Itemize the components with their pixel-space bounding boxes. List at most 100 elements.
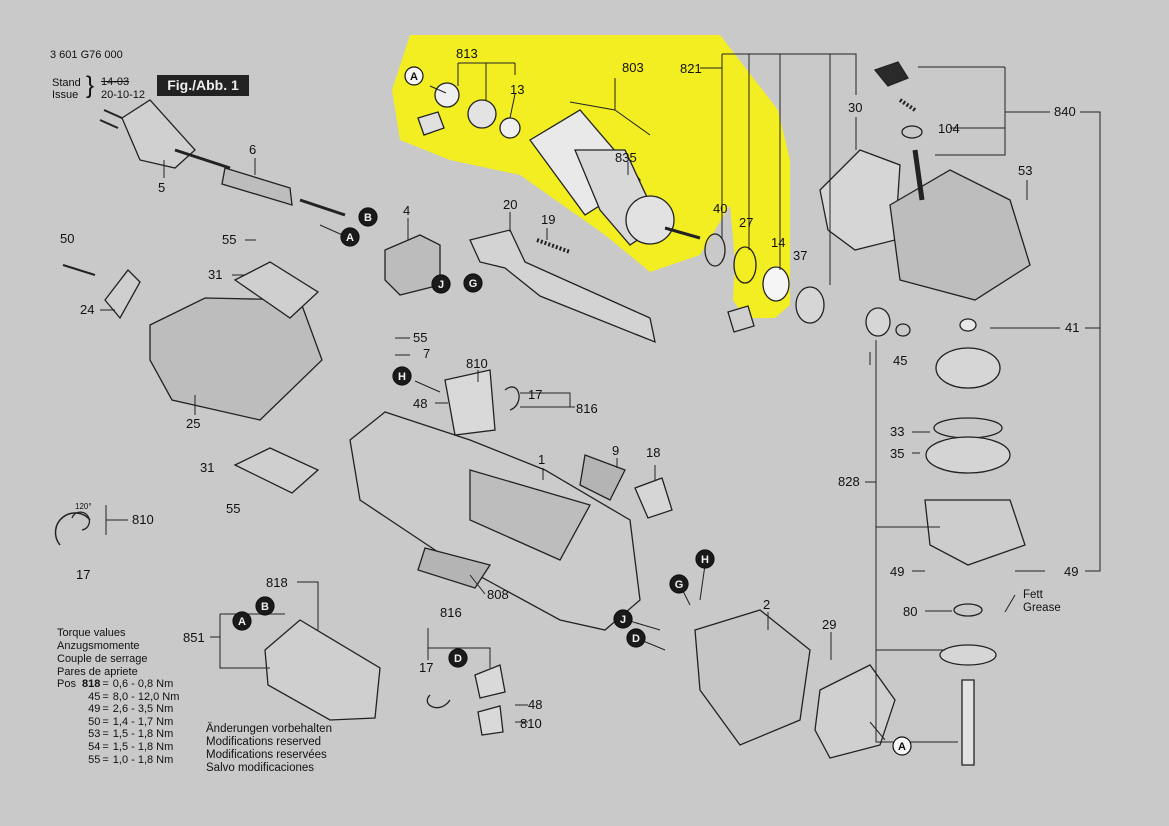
grease-note: Fett Grease (1023, 589, 1061, 615)
torque-row: 55=1,0 - 1,8 Nm (57, 754, 185, 767)
connector-marker-a: A (404, 66, 424, 86)
ball-bearing-part (762, 266, 790, 302)
notice-line: Salvo modificaciones (206, 762, 315, 774)
label-part (579, 454, 626, 501)
marker-letter: H (701, 554, 709, 566)
marker-circle (255, 596, 275, 616)
callout-label: 33 (890, 424, 905, 439)
callout-label: 37 (793, 248, 808, 263)
callout-label: 20 (503, 197, 518, 212)
callout-label: 80 (903, 604, 918, 619)
torque-eq: = (102, 678, 109, 690)
callout-label: 19 (541, 212, 556, 227)
bearing-part (467, 99, 497, 129)
circlip-part (704, 233, 726, 267)
screw-part (62, 264, 96, 276)
marker-letter: B (364, 212, 372, 224)
switch-rod-part (469, 229, 656, 344)
marker-letter: H (398, 371, 406, 383)
cover-plate-part (233, 447, 320, 494)
torque-title-line: Couple de serrage (57, 653, 148, 665)
marker-circle (404, 66, 424, 86)
date-old: 14-03 (101, 76, 130, 88)
callout-label: 45 (893, 353, 908, 368)
connector-marker-d: D (626, 628, 646, 648)
marker-letter: A (898, 741, 906, 753)
torque-value: 1,4 - 1,7 Nm (112, 715, 174, 728)
torque-pos: 45 (88, 690, 101, 703)
torque-value: 8,0 - 12,0 Nm (112, 690, 180, 703)
marker-letter: B (261, 601, 269, 613)
torque-value: 1,5 - 1,8 Nm (112, 740, 174, 753)
callout-label: 810 (132, 512, 154, 527)
ring-part (959, 318, 977, 332)
connector-marker-h: H (392, 366, 412, 386)
callout-label: 31 (200, 460, 215, 475)
callout-label: 810 (466, 356, 488, 371)
callout-label: 816 (440, 605, 462, 620)
callout-label: 813 (456, 46, 478, 61)
marker-circle (448, 648, 468, 668)
gear-head-part (889, 169, 1031, 301)
torque-title: Torque values Anzugsmomente Couple de se… (57, 627, 148, 679)
callout-label: 17 (528, 387, 543, 402)
marker-circle (626, 628, 646, 648)
bevel-gear-part (935, 347, 1001, 389)
callout-label: 29 (822, 617, 837, 632)
callout-label: 4 (403, 203, 411, 218)
marker-letter: J (438, 279, 444, 291)
stand-label: Stand (52, 77, 81, 89)
nut-part (895, 323, 911, 337)
callout-label: 810 (520, 716, 542, 731)
callout-label: 41 (1065, 320, 1080, 335)
connector-marker-h: H (695, 549, 715, 569)
cable-sleeve-part (221, 167, 293, 206)
marker-letter: G (675, 579, 684, 591)
callout-label: 48 (413, 396, 428, 411)
marker-circle (431, 274, 451, 294)
torque-pos-label: Pos (57, 678, 76, 690)
callout-label: 2 (763, 597, 771, 612)
callout-label: 49 (890, 564, 905, 579)
callout-label: 25 (186, 416, 201, 431)
callout-label: 31 (208, 267, 223, 282)
marker-circle (392, 366, 412, 386)
brush-part (417, 111, 445, 136)
marker-circle (232, 611, 252, 631)
torque-value: 0,6 - 0,8 Nm (112, 678, 174, 690)
torque-value: 1,0 - 1,8 Nm (112, 753, 174, 766)
torque-title-line: Pares de apriete (57, 666, 138, 678)
notice-line: Modifications reserved (206, 736, 322, 748)
guard-part (819, 149, 901, 251)
figure-label: Fig./Abb. 1 (157, 75, 249, 96)
brush-part (477, 705, 504, 736)
torque-pos: 50 (88, 715, 101, 728)
connector-marker-b: B (358, 207, 378, 227)
callout-label: 818 (266, 575, 288, 590)
spring-part (727, 305, 755, 333)
connector-marker-g: G (669, 574, 689, 594)
marker-circle (340, 227, 360, 247)
connector-marker-j: J (613, 609, 633, 629)
callout-label: 17 (419, 660, 434, 675)
torque-title-line: Torque values (57, 627, 126, 639)
callout-label: 14 (771, 235, 786, 250)
spindle-lock-part (873, 61, 909, 87)
date-new: 20-10-12 (101, 89, 146, 101)
callout-label: 6 (249, 142, 257, 157)
torsion-spring-part (54, 512, 91, 546)
clip-part (104, 269, 141, 320)
notice-line: Modifications reservées (206, 749, 327, 761)
callout-label: 55 (222, 232, 237, 247)
callout-label: 1 (538, 452, 546, 467)
callout-label: 13 (510, 82, 525, 97)
bearing-part (434, 82, 460, 108)
torque-row: 49=2,6 - 3,5 Nm (57, 703, 185, 716)
pinion-part (865, 307, 891, 337)
callout-label: 30 (848, 100, 863, 115)
torque-value: 1,5 - 1,8 Nm (112, 728, 174, 741)
